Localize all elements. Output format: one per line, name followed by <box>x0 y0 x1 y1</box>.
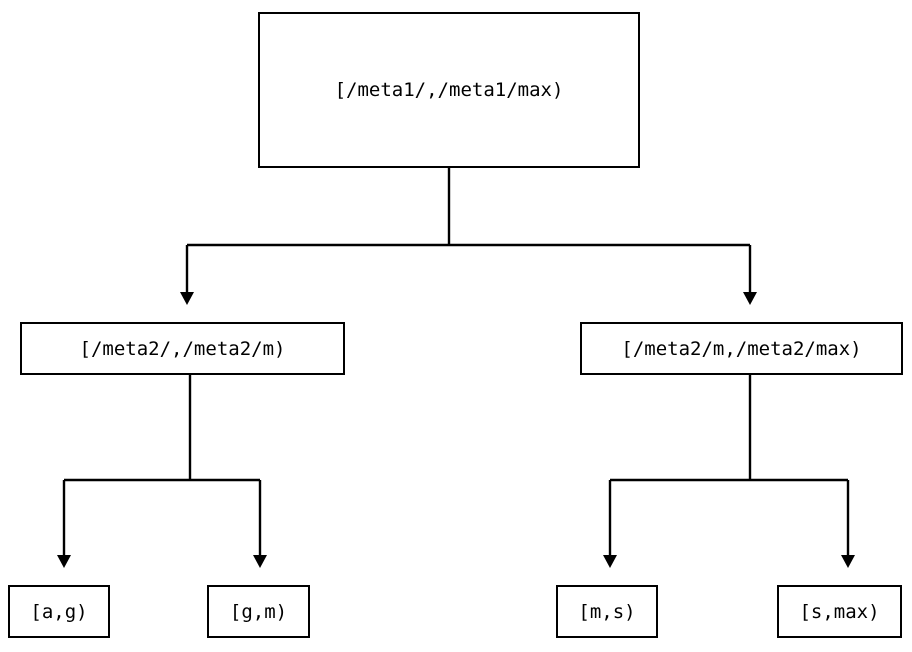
node-leaf-2-label: [g,m) <box>229 600 288 623</box>
arrowhead-root-to-mid-right <box>743 292 757 305</box>
node-leaf-3[interactable]: [m,s) <box>556 585 658 638</box>
node-leaf-1[interactable]: [a,g) <box>8 585 110 638</box>
node-leaf-1-label: [a,g) <box>30 600 88 623</box>
node-root[interactable]: [/meta1/,/meta1/max) <box>258 12 640 168</box>
node-mid-right-label: [/meta2/m,/meta2/max) <box>621 337 862 360</box>
node-leaf-4-label: [s,max) <box>799 600 880 623</box>
arrowhead-mid-right-to-leaf-4 <box>841 555 855 568</box>
arrowhead-mid-right-to-leaf-3 <box>603 555 617 568</box>
node-mid-right[interactable]: [/meta2/m,/meta2/max) <box>580 322 903 375</box>
arrowhead-root-to-mid-left <box>180 292 194 305</box>
node-root-label: [/meta1/,/meta1/max) <box>334 79 564 101</box>
node-leaf-3-label: [m,s) <box>578 600 636 623</box>
arrowhead-mid-left-to-leaf-1 <box>57 555 71 568</box>
node-leaf-2[interactable]: [g,m) <box>207 585 310 638</box>
node-mid-left[interactable]: [/meta2/,/meta2/m) <box>20 322 345 375</box>
arrowhead-mid-left-to-leaf-2 <box>253 555 267 568</box>
node-mid-left-label: [/meta2/,/meta2/m) <box>79 337 286 360</box>
node-leaf-4[interactable]: [s,max) <box>777 585 902 638</box>
